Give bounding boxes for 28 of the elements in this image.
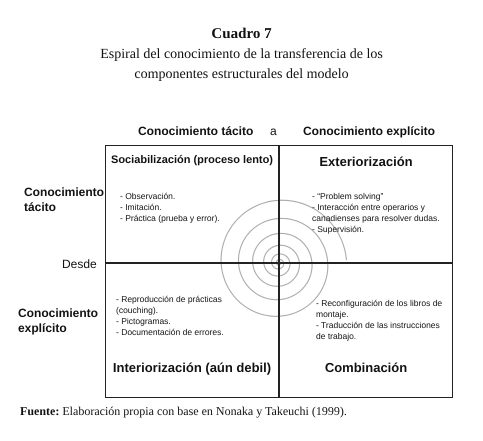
list-item: - Reproducción de prácticas (couching).	[116, 294, 223, 316]
caption: Fuente: Elaboración propia con base en Nonaka y Takeuchi (1999).	[20, 404, 347, 419]
quadrant-heading: Sociabilización (proceso lento)	[110, 154, 274, 166]
quadrant-heading: Exteriorización	[318, 154, 414, 169]
quadrant-heading: Combinación	[324, 360, 408, 375]
list-item: - Supervisión.	[312, 224, 365, 235]
list-item: - Documentación de errores.	[116, 327, 225, 338]
list-item: - Práctica (prueba y error).	[120, 213, 221, 224]
title: Cuadro 7	[210, 26, 273, 43]
list-item: - Observación.	[120, 191, 176, 202]
axis-label: Conocimiento explícito	[18, 306, 98, 336]
axis-label: Conocimiento tácito	[138, 124, 254, 139]
axis-label: Conocimiento tácito	[24, 185, 104, 215]
list-item: - Interacción entre operarios y canadienses para resolver dudas.	[312, 202, 441, 224]
list-item: - Imitación.	[120, 202, 163, 213]
subtitle: Espiral del conocimiento de la transferencia de los componentes estructurales del modelo	[99, 46, 384, 84]
quadrant-heading: Interiorización (aún debil)	[112, 360, 272, 375]
axis-label: Conocimiento explícito	[303, 124, 436, 139]
axis-connector-word: Desde	[62, 257, 97, 272]
list-item: - “Problem solving”	[312, 191, 384, 202]
list-item: - Pictogramas.	[116, 316, 172, 327]
list-item: - Traducción de las instrucciones de trabajo.	[316, 320, 441, 342]
list-item: - Reconfiguración de los libros de montaje.	[316, 298, 444, 320]
quadrant-box	[279, 145, 453, 263]
quadrant-box	[279, 263, 453, 398]
quadrant-box	[105, 263, 279, 398]
axis-connector-word: a	[270, 124, 277, 139]
quadrant-box	[105, 145, 279, 263]
